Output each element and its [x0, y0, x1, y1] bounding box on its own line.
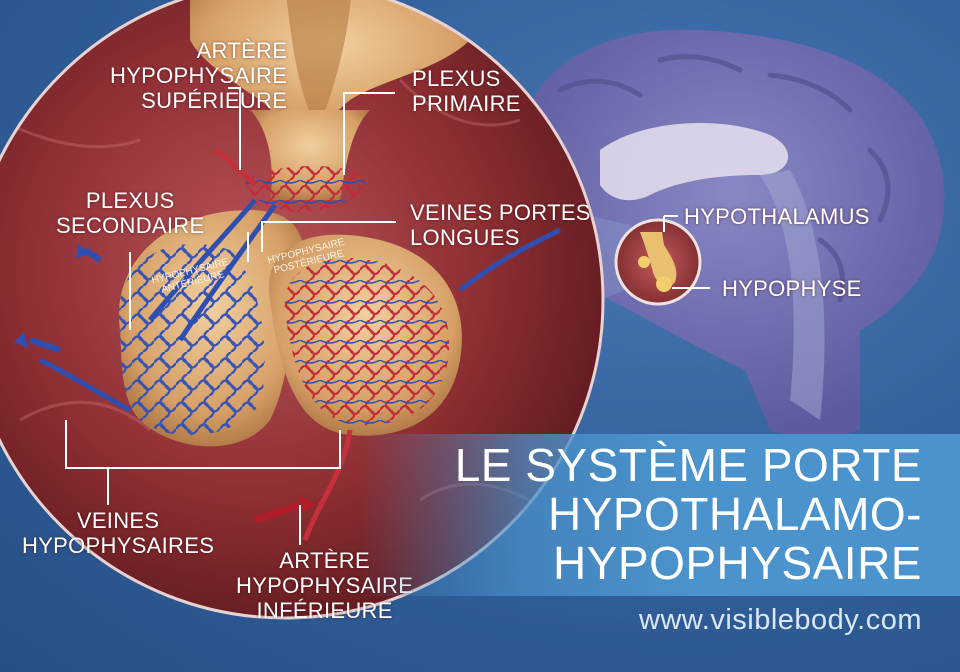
label-artere-hypophysaire-superieure: ARTÈRE HYPOPHYSAIRE SUPÉRIEURE	[110, 38, 288, 113]
label-veines-hypophysaires: VEINES HYPOPHYSAIRES	[22, 508, 215, 558]
label-hypothalamus: HYPOTHALAMUS	[684, 204, 870, 229]
label-artere-hypophysaire-inferieure: ARTÈRE HYPOPHYSAIRE INFÉRIEURE	[236, 548, 414, 623]
website-url: www.visiblebody.com	[639, 604, 922, 636]
label-hypophyse: HYPOPHYSE	[722, 276, 862, 301]
page-title: LE SYSTÈME PORTE HYPOTHALAMO- HYPOPHYSAI…	[454, 439, 922, 589]
label-plexus-primaire: PLEXUS PRIMAIRE	[412, 66, 521, 116]
magnified-pituitary	[0, 0, 605, 620]
title-band	[360, 434, 960, 596]
label-veines-portes-longues: VEINES PORTES LONGUES	[410, 200, 591, 250]
brain-silhouette	[520, 29, 945, 438]
label-plexus-secondaire: PLEXUS SECONDAIRE	[56, 188, 205, 238]
leader-lines	[65, 87, 396, 545]
